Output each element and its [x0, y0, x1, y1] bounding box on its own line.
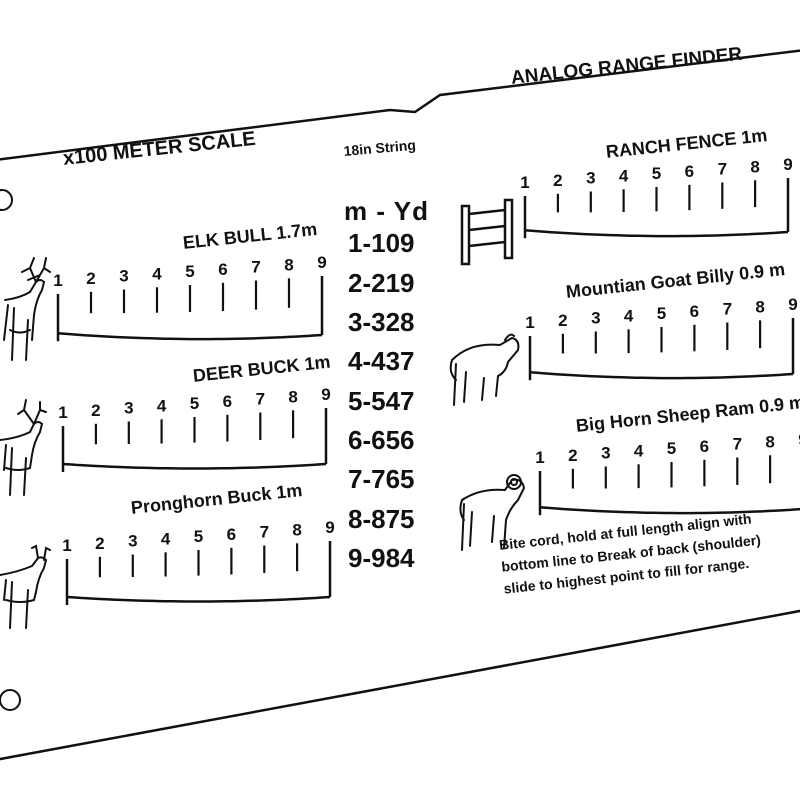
fence-scale: 1 2 3 4 5 6 7 8 9: [520, 155, 793, 239]
goat-icon: [449, 333, 520, 406]
scale-tick-label: 1: [53, 271, 62, 290]
scale-tick-label: 1: [58, 403, 67, 422]
mount-hole-top: [0, 189, 13, 211]
scale-tick-label: 9: [788, 295, 797, 314]
scale-baseline: [524, 228, 789, 238]
conversion-row: 1-109: [348, 228, 415, 258]
scale-tick-label: 5: [194, 527, 203, 546]
elk-scale: 1 2 3 4 5 6 7 8 9: [53, 253, 327, 342]
scale-tick-label: 9: [321, 385, 330, 404]
scale-tick-label: 4: [152, 264, 162, 283]
scale-tick-label: 4: [619, 166, 629, 185]
scale-tick-label: 8: [292, 520, 301, 539]
scale-tick-label: 2: [553, 171, 562, 190]
scale-tick-label: 5: [657, 304, 666, 323]
scale-tick-label: 1: [525, 313, 534, 332]
elk-icon: [3, 257, 51, 361]
scale-tick-label: 5: [667, 439, 676, 458]
conversion-row: 4-437: [348, 346, 415, 376]
scale-tick-label: 2: [95, 534, 104, 553]
scale-tick-label: 3: [124, 399, 133, 418]
scale-tick-label: 8: [755, 297, 764, 316]
scale-baseline: [62, 462, 327, 470]
scale-tick-label: 8: [750, 157, 759, 176]
scale-tick-label: 4: [634, 441, 644, 460]
conversion-row: 7-765: [348, 464, 415, 494]
scale-tick-label: 5: [652, 164, 661, 183]
scale-tick-label: 8: [284, 255, 293, 274]
scale-baseline: [66, 595, 331, 603]
scale-tick-label: 6: [690, 302, 699, 321]
scale-tick-label: 9: [317, 253, 326, 272]
scale-tick-label: 3: [119, 267, 128, 286]
scale-tick-label: 8: [288, 387, 297, 406]
conversion-row: 8-875: [348, 504, 415, 534]
conversion-header: m - Yd: [344, 196, 429, 226]
scale-tick-label: 2: [568, 446, 577, 465]
scale-tick-label: 2: [558, 311, 567, 330]
scale-tick-label: 3: [586, 169, 595, 188]
scale-tick-label: 7: [733, 435, 742, 454]
scale-tick-label: 6: [218, 260, 227, 279]
scale-tick-label: 3: [591, 309, 600, 328]
scale-tick-label: 6: [685, 162, 694, 181]
card-outline: [0, 49, 800, 761]
deer-icon: [0, 399, 47, 496]
scale-tick-label: 6: [227, 525, 236, 544]
scale-tick-label: 2: [86, 269, 95, 288]
goat-scale: 1 2 3 4 5 6 7 8 9: [525, 295, 798, 381]
scale-tick-label: 4: [161, 529, 171, 548]
scale-tick-label: 9: [783, 155, 792, 174]
scale-tick-label: 9: [798, 430, 800, 449]
scale-tick-label: 5: [185, 262, 194, 281]
scale-tick-label: 7: [251, 258, 260, 277]
scale-tick-label: 7: [256, 390, 265, 409]
conversion-row: 3-328: [348, 307, 415, 337]
pronghorn-scale: 1 2 3 4 5 6 7 8 9: [62, 518, 335, 605]
conversion-row: 9-984: [348, 543, 415, 573]
scale-tick-label: 9: [325, 518, 334, 537]
scale-tick-label: 2: [91, 401, 100, 420]
conversion-row: 6-656: [348, 425, 415, 455]
scale-tick-label: 6: [223, 392, 232, 411]
scale-tick-label: 7: [260, 523, 269, 542]
scale-tick-label: 3: [128, 532, 137, 551]
scale-baseline: [529, 370, 794, 380]
scale-tick-label: 5: [190, 394, 199, 413]
scale-tick-label: 1: [535, 448, 544, 467]
scale-tick-label: 1: [62, 536, 71, 555]
deer-scale: 1 2 3 4 5 6 7 8 9: [58, 385, 331, 472]
scale-tick-label: 6: [700, 437, 709, 456]
scale-tick-label: 4: [157, 396, 167, 415]
scale-baseline: [539, 505, 800, 515]
ram-scale: 1 2 3 4 5 6 7 8 9: [535, 430, 800, 516]
scale-tick-label: 7: [723, 300, 732, 319]
scale-tick-label: 8: [765, 432, 774, 451]
scale-tick-label: 1: [520, 173, 529, 192]
scale-tick-label: 3: [601, 444, 610, 463]
conversion-row: 2-219: [348, 268, 415, 298]
fence-icon: [460, 198, 514, 266]
mount-hole-bottom: [0, 689, 21, 711]
scale-tick-label: 7: [718, 160, 727, 179]
conversion-row: 5-547: [348, 386, 415, 416]
scale-baseline: [57, 331, 323, 341]
pronghorn-icon: [0, 544, 51, 629]
ram-icon: [459, 474, 526, 551]
scale-tick-label: 4: [624, 306, 634, 325]
